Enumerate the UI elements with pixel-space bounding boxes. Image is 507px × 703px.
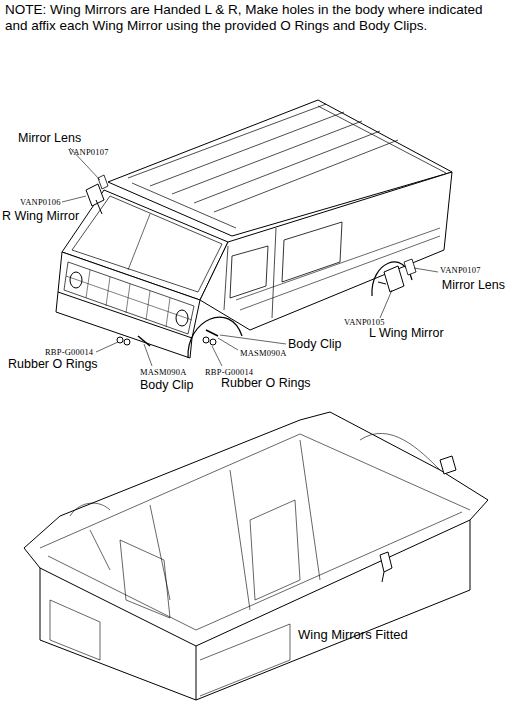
part-number: VANP0107	[440, 266, 481, 275]
part-name: Rubber O Rings	[221, 377, 311, 391]
part-number: VANP0106	[20, 198, 61, 207]
part-name: Body Clip	[140, 379, 194, 393]
part-number: VANP0107	[68, 148, 109, 157]
assembly-note: NOTE: Wing Mirrors are Handed L & R, Mak…	[5, 2, 503, 34]
part-name: Body Clip	[288, 338, 342, 352]
part-number: MASM090A	[240, 349, 286, 358]
part-number: RBP-G00014	[45, 348, 93, 357]
part-number: RBP-G00014	[205, 368, 253, 377]
part-name: Rubber O Rings	[8, 358, 98, 372]
part-number: VANP0105	[344, 318, 385, 327]
part-name: L Wing Mirror	[369, 327, 444, 341]
part-number: MASM090A	[140, 368, 186, 377]
part-name: Mirror Lens	[18, 132, 81, 146]
part-name: Mirror Lens	[442, 279, 505, 293]
view-caption: Wing Mirrors Fitted	[298, 628, 408, 642]
part-name: R Wing Mirror	[2, 210, 79, 224]
